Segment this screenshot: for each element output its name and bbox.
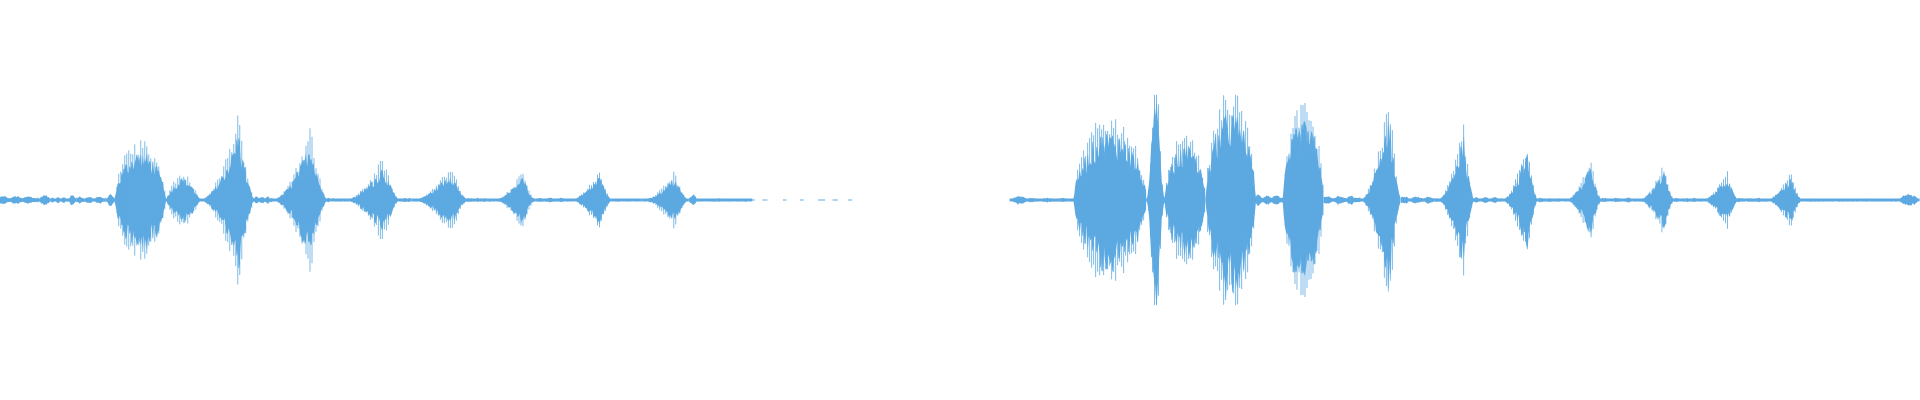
waveform-segment [1437, 124, 1474, 276]
waveform-segment [467, 197, 493, 203]
waveform-segment [1360, 112, 1401, 292]
waveform-segment [492, 173, 536, 227]
waveform-segment [411, 171, 468, 229]
waveform-segment [1205, 94, 1256, 306]
waveform-segment [1637, 167, 1675, 233]
waveform-segment [1601, 197, 1638, 203]
waveform-segment [114, 140, 167, 260]
waveform-segment [1801, 198, 1897, 202]
waveform-segment [1146, 94, 1165, 306]
waveform-segment [67, 195, 77, 206]
waveform-segment [0, 195, 39, 205]
waveform-segment [1897, 193, 1920, 206]
waveform-segment [106, 194, 115, 206]
waveform-segment [254, 196, 273, 205]
waveform-segment [1765, 174, 1802, 226]
waveform-segment [1701, 171, 1738, 229]
waveform-segment [1255, 194, 1283, 206]
waveform-segment [37, 194, 51, 206]
waveform-segment [343, 160, 400, 240]
waveform-segment [1282, 103, 1324, 297]
waveform-segment [399, 197, 412, 202]
waveform-segment [641, 171, 689, 229]
waveform-segment [569, 172, 612, 228]
waveform-segment [1027, 197, 1074, 203]
waveform-segment [1164, 135, 1206, 265]
waveform-segment [696, 198, 753, 202]
waveform-segment [76, 196, 106, 204]
waveform-segment [165, 175, 201, 225]
waveform-segment [611, 198, 642, 202]
waveform-segment [326, 197, 345, 203]
waveform-segment [1501, 154, 1538, 250]
waveform-segment [1564, 162, 1602, 238]
waveform-right-section [1009, 94, 1920, 306]
waveform-segment [1674, 197, 1702, 203]
waveform-segment [271, 128, 328, 272]
waveform-segment [688, 194, 697, 206]
waveform-segment [1737, 197, 1766, 203]
waveform-segment [1073, 119, 1147, 281]
waveform-left-section [0, 115, 853, 285]
waveform-segment [1401, 196, 1438, 204]
waveform-segment [1323, 195, 1361, 205]
